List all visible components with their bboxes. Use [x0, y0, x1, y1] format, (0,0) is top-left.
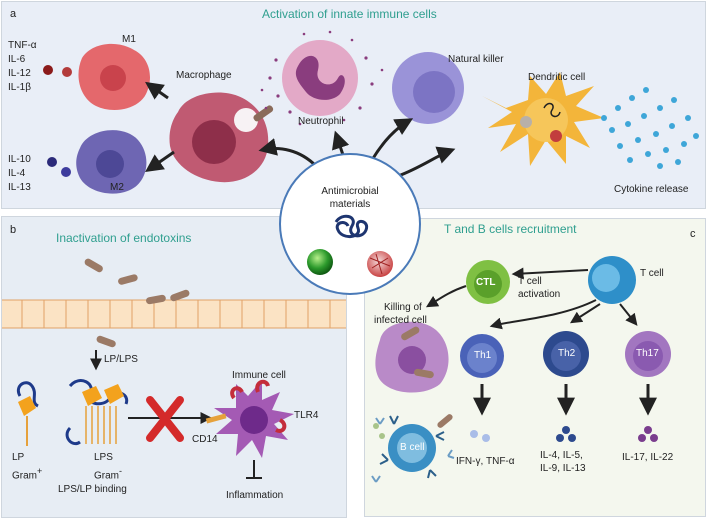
lp-molecule — [17, 381, 39, 446]
inflammation-inhibit-mark — [246, 460, 262, 479]
m1-label: M1 — [122, 34, 136, 45]
lp-lps-label: LP/LPS — [104, 354, 138, 365]
killing-line1: Killing of — [384, 302, 422, 313]
center-label-line2: materials — [329, 199, 371, 210]
m1-cytokine-3: IL-12 — [8, 68, 31, 79]
lp-label: LP — [12, 452, 25, 463]
natural-killer-label: Natural killer — [448, 54, 504, 65]
panel-c-title: T and B cells recruitment — [444, 222, 577, 236]
m1-cytokine-4: IL-1β — [8, 82, 31, 93]
lps-lp-binding-label: LPS/LP binding — [58, 484, 127, 495]
panel-c-arrows — [425, 267, 657, 416]
m2-cytokine-2: IL-4 — [8, 168, 26, 179]
dendritic-cell-label: Dendritic cell — [528, 72, 586, 83]
m2-cytokine-1: IL-10 — [8, 154, 31, 165]
lps-label: LPS — [94, 452, 113, 463]
panel-b-endotoxin-inactivation — [1, 216, 347, 518]
ctl-cell — [466, 260, 510, 304]
th1-cell — [460, 334, 504, 378]
th17-cell — [625, 331, 671, 377]
m1-cytokine-1: TNF-α — [8, 40, 37, 51]
m2-cytokine-3: IL-13 — [8, 182, 31, 193]
infected-cell — [375, 321, 449, 393]
panel-a-title: Activation of innate immune cells — [262, 7, 437, 21]
th17-cytokines-label: IL-17, IL-22 — [622, 452, 674, 463]
th1-cytokines-label: IFN-γ, TNF-α — [456, 456, 515, 467]
m1-cytokine-dots — [43, 65, 72, 77]
m1-cytokine-2: IL-6 — [8, 54, 26, 65]
th2-cell — [543, 331, 589, 377]
natural-killer-cell — [392, 52, 464, 124]
b-cell-label: B cell — [400, 442, 425, 453]
neutrophil-cell — [260, 30, 384, 126]
dendritic-cell — [482, 72, 604, 166]
b-cell — [371, 414, 455, 483]
t-cell — [588, 256, 636, 304]
th2-cytokines-line2: IL-9, IL-13 — [540, 463, 586, 474]
th17-label: Th17 — [636, 348, 659, 359]
inflammation-label: Inflammation — [226, 490, 284, 501]
cytokine-release-label: Cytokine release — [614, 184, 689, 195]
ctl-label: CTL — [476, 277, 496, 288]
macrophage-label: Macrophage — [176, 70, 232, 81]
block-arrow — [128, 396, 213, 442]
gram-positive-label: Gram+ — [12, 466, 43, 482]
t-cell-label: T cell — [640, 268, 664, 279]
gram-negative-label: Gram- — [94, 466, 122, 482]
tlr4-label: TLR4 — [294, 410, 319, 421]
m2-macrophage-cell — [76, 130, 147, 194]
macrophage-cell — [169, 92, 274, 183]
panel-c-label: c — [690, 228, 696, 240]
bacteria-group — [84, 258, 190, 348]
lps-molecule — [65, 379, 129, 445]
center-label-line1: Antimicrobial — [321, 186, 379, 197]
panel-a-label: a — [10, 8, 17, 20]
t-cell-activation-line1: T cell — [518, 276, 542, 287]
immune-cell — [205, 379, 294, 458]
th1-label: Th1 — [474, 350, 492, 361]
killing-line2: infected cell — [374, 315, 427, 326]
panel-b-title: Inactivation of endotoxins — [56, 231, 192, 245]
th-cytokine-dots — [470, 426, 658, 442]
cytokine-release-dots — [601, 87, 699, 169]
antimicrobial-materials-circle — [279, 153, 421, 295]
membrane-bar — [2, 299, 346, 329]
th2-cytokines-line1: IL-4, IL-5, — [540, 450, 583, 461]
cd14-label: CD14 — [192, 434, 218, 445]
immune-cell-label: Immune cell — [232, 370, 286, 381]
t-cell-activation-line2: activation — [518, 289, 561, 300]
m1-macrophage-cell — [78, 43, 150, 110]
th2-label: Th2 — [558, 348, 576, 359]
m2-cytokine-dots — [47, 157, 71, 177]
panel-b-label: b — [10, 224, 17, 236]
neutrophil-label: Neutrophil — [298, 116, 344, 127]
m2-label: M2 — [110, 182, 124, 193]
